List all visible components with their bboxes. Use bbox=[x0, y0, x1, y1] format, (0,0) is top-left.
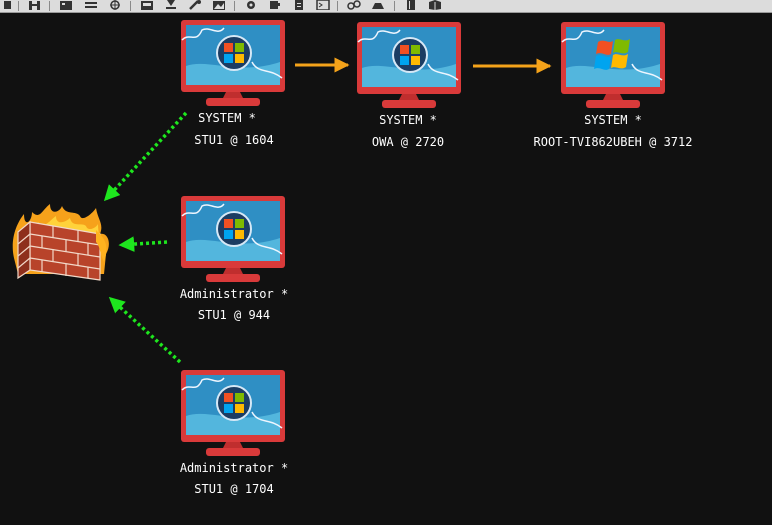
session-node-1704[interactable] bbox=[178, 368, 288, 458]
toolbar bbox=[0, 0, 772, 13]
session-node-1604[interactable] bbox=[178, 18, 288, 108]
target-icon[interactable] bbox=[107, 0, 123, 10]
split-icon[interactable] bbox=[27, 0, 43, 10]
node-host-label: OWA @ 2720 bbox=[371, 135, 445, 149]
toolbar-separator bbox=[49, 1, 50, 11]
gear-icon[interactable] bbox=[243, 0, 259, 10]
firewall-icon[interactable] bbox=[8, 204, 116, 288]
edge-1604-to-firewall bbox=[103, 111, 188, 202]
link-icon[interactable] bbox=[346, 0, 362, 10]
toolbar-separator bbox=[337, 1, 338, 11]
windows-xp-monitor-icon bbox=[561, 22, 665, 108]
node-user-label: SYSTEM * bbox=[584, 113, 642, 127]
node-user-label: Administrator * bbox=[179, 461, 289, 475]
toolbar-separator bbox=[130, 1, 131, 11]
windows7-monitor-icon bbox=[181, 196, 285, 282]
terminal-icon[interactable] bbox=[139, 0, 155, 10]
toolbar-separator bbox=[394, 1, 395, 11]
notepad-icon[interactable] bbox=[291, 0, 307, 10]
coffee-icon[interactable] bbox=[267, 0, 283, 10]
node-user-label: Administrator * bbox=[179, 287, 289, 301]
console-icon[interactable] bbox=[315, 0, 331, 10]
node-host-label: ROOT-TVI862UBEH @ 3712 bbox=[533, 135, 693, 149]
image-icon[interactable] bbox=[211, 0, 227, 10]
node-host-label: STU1 @ 1704 bbox=[194, 482, 274, 496]
cloud-icon[interactable] bbox=[370, 0, 386, 10]
node-host-label: STU1 @ 944 bbox=[197, 308, 271, 322]
drawer-icon[interactable] bbox=[0, 0, 16, 10]
windows7-monitor-icon bbox=[357, 22, 461, 108]
download-icon[interactable] bbox=[163, 0, 179, 10]
session-node-944[interactable] bbox=[178, 194, 288, 284]
session-node-2720[interactable] bbox=[354, 20, 464, 110]
toolbar-separator bbox=[234, 1, 235, 11]
windows7-monitor-icon bbox=[181, 370, 285, 456]
toolbar-separator bbox=[18, 1, 19, 11]
edge-1704-to-firewall bbox=[108, 296, 182, 364]
edge-944-to-firewall bbox=[118, 236, 168, 252]
grid-icon[interactable] bbox=[58, 0, 74, 10]
session-node-3712[interactable] bbox=[558, 20, 668, 110]
node-host-label: STU1 @ 1604 bbox=[194, 133, 274, 147]
package-icon[interactable] bbox=[427, 0, 443, 10]
node-user-label: SYSTEM * bbox=[198, 111, 256, 125]
list-icon[interactable] bbox=[83, 0, 99, 10]
book-icon[interactable] bbox=[403, 0, 419, 10]
windows7-monitor-icon bbox=[181, 20, 285, 106]
wrench-icon[interactable] bbox=[187, 0, 203, 10]
node-user-label: SYSTEM * bbox=[379, 113, 437, 127]
